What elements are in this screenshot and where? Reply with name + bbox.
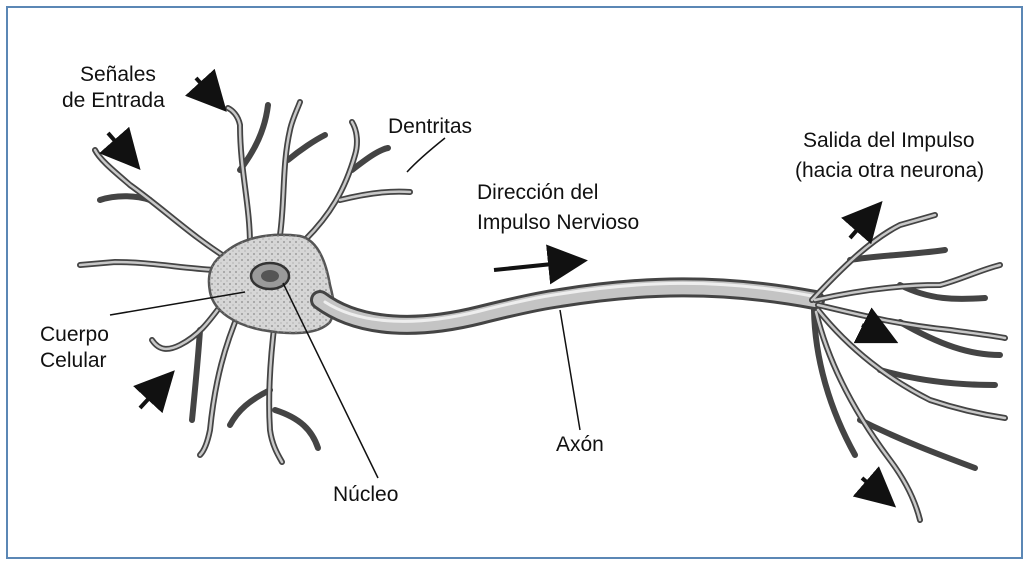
axon-terminals: [812, 215, 1005, 520]
axon: [320, 283, 815, 324]
impulse-direction-label-line2: Impulso Nervioso: [477, 210, 639, 236]
cell-body-label-line1: Cuerpo: [40, 322, 109, 348]
output-arrow-bottom: [862, 478, 884, 497]
impulse-direction-label: Dirección del Impulso Nervioso: [477, 180, 639, 236]
axon-pointer: [560, 310, 580, 430]
dendrites-label: Dentritas: [388, 114, 472, 140]
impulse-direction-label-line1: Dirección del: [477, 180, 639, 206]
input-arrow-left: [108, 133, 130, 158]
nucleus-label: Núcleo: [333, 482, 398, 508]
axon-label: Axón: [556, 432, 604, 458]
output-arrow-top: [850, 213, 872, 238]
cell-body-label-line2: Celular: [40, 348, 109, 374]
output-label-line2: (hacia otra neurona): [795, 158, 984, 184]
input-arrow-top: [196, 78, 216, 100]
input-arrow-bottom: [140, 382, 164, 408]
input-signals-label-line2: de Entrada: [62, 88, 165, 114]
input-signals-label: Señales de Entrada: [80, 62, 165, 114]
output-label: Salida del Impulso (hacia otra neurona): [795, 128, 984, 184]
output-arrow-middle: [862, 325, 884, 336]
impulse-direction-arrow: [494, 262, 572, 270]
output-label-line1: Salida del Impulso: [803, 128, 984, 154]
dendrites-pointer: [407, 138, 445, 172]
cell-body-label: Cuerpo Celular: [40, 322, 109, 374]
input-signals-label-line1: Señales: [80, 62, 165, 88]
